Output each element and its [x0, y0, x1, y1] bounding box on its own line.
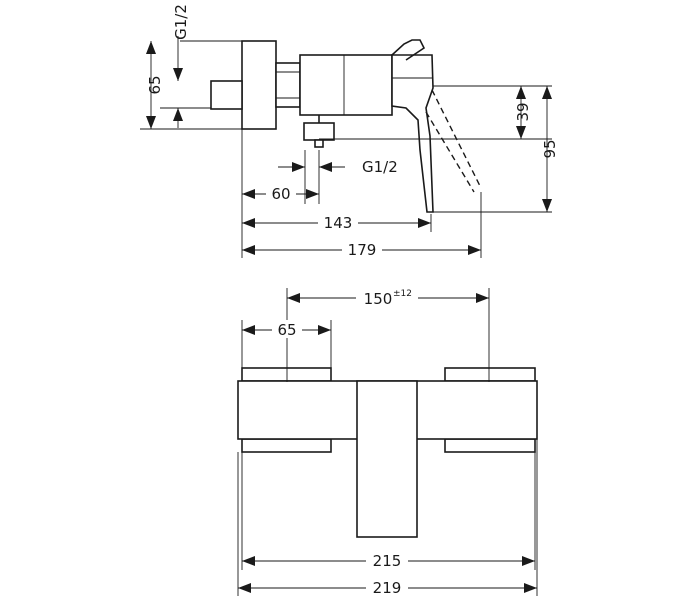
dim-width-215: 215 [373, 552, 402, 570]
dim-thread-outlet: G1/2 [362, 158, 398, 176]
dim-depth-143: 143 [324, 214, 353, 232]
dim-height-39: 39 [514, 102, 532, 121]
dim-depth-179: 179 [348, 241, 377, 259]
lever-front [356, 380, 418, 538]
dim-width-65: 65 [277, 321, 296, 339]
dim-centers-tolerance: ±12 [393, 289, 412, 299]
right-cap-top [444, 367, 536, 382]
lever-handle [391, 54, 434, 213]
left-cap-top [241, 367, 332, 382]
side-view: 65 G1/2 39 95 G1/2 60 143 [140, 4, 559, 259]
dim-width-219: 219 [373, 579, 402, 597]
dim-centers-150: 150 [364, 290, 393, 308]
dim-depth-60: 60 [271, 185, 290, 203]
dim-height-65: 65 [146, 75, 164, 94]
dim-height-95: 95 [541, 139, 559, 158]
wall-flange [241, 40, 277, 130]
mixer-body [299, 54, 393, 116]
outlet-nut [303, 122, 335, 141]
front-view: 150 ±12 65 215 219 [237, 286, 538, 597]
right-cap-bottom [444, 438, 536, 453]
left-cap-bottom [241, 438, 332, 453]
dim-thread-top: G1/2 [172, 4, 190, 40]
inlet-stub [210, 80, 243, 110]
hex-nut [275, 62, 301, 108]
